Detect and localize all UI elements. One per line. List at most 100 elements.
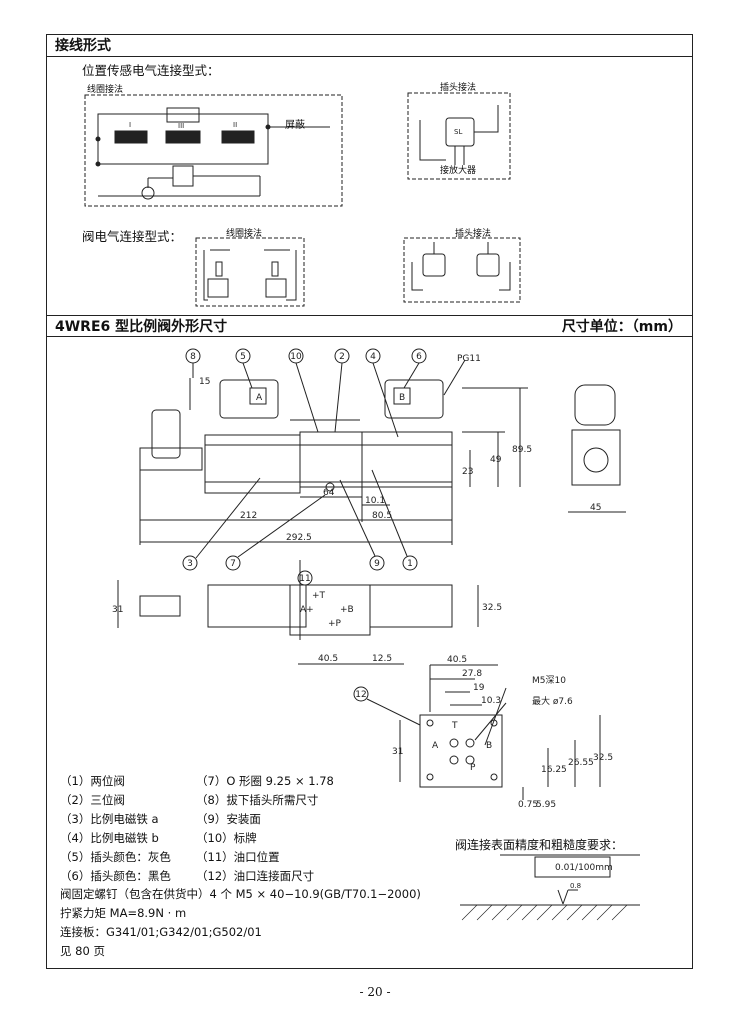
valve-connection-label: 阀电气连接型式： <box>82 229 183 244</box>
topview-port-b: +B <box>340 605 354 615</box>
mounting-face <box>419 714 503 788</box>
mf-0-75: 0.75 <box>518 800 538 810</box>
valve-plug-frame <box>403 237 521 303</box>
topview-port-t: +T <box>312 591 326 601</box>
legend-10: （10）标牌 <box>196 831 257 845</box>
side-view-top <box>574 384 616 426</box>
section-header-wiring: 接线形式 <box>47 35 692 57</box>
valve-coil-frame <box>195 237 305 307</box>
section-title-wiring: 接线形式 <box>55 38 111 54</box>
solenoid-a <box>204 434 301 494</box>
coil-wiring-label: 线圈接法 <box>87 85 124 95</box>
legend-11: （11）油口位置 <box>196 850 280 864</box>
dim-15: 15 <box>199 377 210 387</box>
plug-wiring-label-2: 插头接法 <box>455 229 492 239</box>
mf-32-5: 32.5 <box>593 753 613 763</box>
topview-port-p: +P <box>328 619 342 629</box>
dim-pg11: PG11 <box>457 354 481 364</box>
topview-plug <box>139 595 181 617</box>
callout-7: 7 <box>230 559 236 569</box>
dim-23: 23 <box>462 467 473 477</box>
mf-m5: M5深10 <box>532 675 566 686</box>
torque-note: 拧紧力矩 MA=8.9N · m <box>60 906 187 920</box>
dim-49: 49 <box>490 455 502 465</box>
callout-11: 11 <box>299 574 310 584</box>
mf-dia: 最大 ø7.6 <box>532 695 573 707</box>
callout-1: 1 <box>407 559 413 569</box>
legend-1: （1）两位阀 <box>60 774 125 788</box>
port-a: A <box>432 741 439 751</box>
legend-3: （3）比例电磁铁 a <box>60 812 159 826</box>
legend-4: （4）比例电磁铁 b <box>60 831 159 845</box>
legend-5: （5）插头颜色：灰色 <box>60 850 171 864</box>
coil-1-element <box>114 130 148 144</box>
plug-wiring-label: 插头接法 <box>440 83 477 93</box>
topview-right-solenoid <box>369 584 453 628</box>
solenoid-b <box>361 431 453 488</box>
coil-3-element <box>165 130 201 144</box>
callout-8: 8 <box>190 352 196 362</box>
plug-wiring-frame <box>407 92 511 180</box>
dim-32-5: 32.5 <box>482 603 502 613</box>
roman-2: II <box>233 121 237 129</box>
port-p: P <box>470 763 476 773</box>
amplifier-label: 接放大器 <box>440 166 477 176</box>
topview-left-solenoid <box>207 584 307 628</box>
coil-wiring-label-2: 线圈接法 <box>226 229 263 239</box>
dim-40-5: 40.5 <box>318 654 338 664</box>
legend-6: （6）插头颜色：黑色 <box>60 869 171 883</box>
coil-2-element <box>221 130 255 144</box>
section-header-dimensions: 4WRE6 型比例阀外形尺寸 尺寸单位：（mm） <box>47 315 692 337</box>
callout-2: 2 <box>339 352 345 362</box>
roman-3: III <box>178 122 184 130</box>
valve-body <box>299 431 363 488</box>
dim-292-5: 292.5 <box>286 533 312 543</box>
coil-wiring-frame <box>84 94 343 207</box>
screw-note: 阀固定螺钉（包含在供货中）4 个 M5 × 40−10.9(GB/T70.1−2… <box>60 887 421 901</box>
roughness-value: 0.8 <box>570 882 581 890</box>
dim-31: 31 <box>112 605 123 615</box>
page-number: - 20 - <box>359 985 391 999</box>
mf-40-5: 40.5 <box>447 655 467 665</box>
plug-8 <box>151 409 181 459</box>
mf-19: 19 <box>473 683 485 693</box>
plug-5 <box>219 379 279 419</box>
plug-6-face <box>393 387 411 405</box>
sensor-connection-label: 位置传感电气连接型式： <box>82 63 220 78</box>
dim-212: 212 <box>240 511 257 521</box>
coil-3-box <box>166 107 200 123</box>
callout-4: 4 <box>370 352 376 362</box>
legend-7: （7）O 形圈 9.25 × 1.78 <box>196 774 334 788</box>
legend-9: （9）安装面 <box>196 812 261 826</box>
see-page-note: 见 80 页 <box>60 944 105 958</box>
callout-9: 9 <box>374 559 380 569</box>
callout-12: 12 <box>355 690 366 700</box>
page-frame: 接线形式 4WRE6 型比例阀外形尺寸 尺寸单位：（mm） <box>46 34 693 969</box>
port-t: T <box>451 721 458 731</box>
plates-note: 连接板：G341/01;G342/01;G502/01 <box>60 925 262 939</box>
mf-27-8: 27.8 <box>462 669 482 679</box>
port-b: B <box>486 741 492 751</box>
side-view-body <box>571 429 621 486</box>
plug-6-letter: B <box>399 393 405 403</box>
legend-8: （8）拔下插头所需尺寸 <box>196 793 319 807</box>
mf-10-3: 10.3 <box>481 696 501 706</box>
flatness-value: 0.01/100mm <box>555 863 613 873</box>
callout-10: 10 <box>290 352 302 362</box>
unit-label: 尺寸单位：（mm） <box>561 319 682 335</box>
mf-26-55: 26.55 <box>568 758 594 768</box>
mf-5-95: 5.95 <box>536 800 556 810</box>
plug-5-letter: A <box>256 393 263 403</box>
callout-5: 5 <box>240 352 246 362</box>
valve-coil-b <box>265 278 287 298</box>
section-title-dimensions: 4WRE6 型比例阀外形尺寸 <box>55 319 228 335</box>
legend-12: （12）油口连接面尺寸 <box>196 869 315 883</box>
dim-64: 64 <box>323 488 335 498</box>
dim-80-5: 80.5 <box>372 511 392 521</box>
dim-89-5: 89.5 <box>512 445 532 455</box>
surface-requirement-label: 阀连接表面精度和粗糙度要求： <box>455 838 624 852</box>
shield-label: 屏蔽 <box>285 120 305 131</box>
dim-10-1: 10.1 <box>365 496 385 506</box>
